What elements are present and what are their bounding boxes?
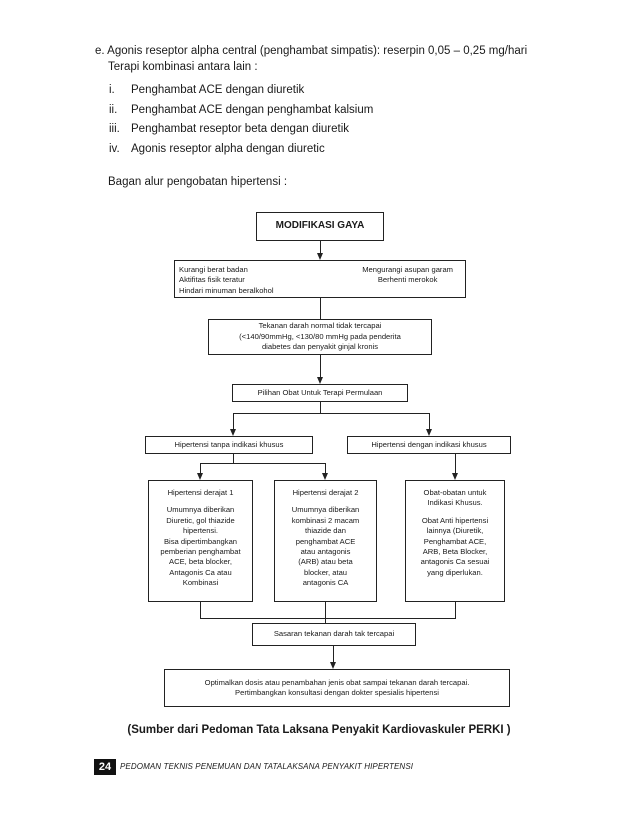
special-drugs-title: Obat-obatan untuk Indikasi Khusus.: [423, 488, 487, 508]
arrow-icon: [317, 253, 323, 260]
grade-2-title: Hipertensi derajat 2: [292, 488, 359, 497]
lifestyle-modification-box: MODIFIKASI GAYA: [256, 212, 384, 241]
no-special-indication-box: Hipertensi tanpa indikasi khusus: [145, 436, 313, 454]
arrow-icon: [230, 429, 236, 436]
connector-line: [325, 602, 326, 618]
connector-line: [233, 454, 234, 463]
special-indication-drugs-box: Obat-obatan untuk Indikasi Khusus. Obat …: [405, 480, 505, 602]
list-item: ii.Penghambat ACE dengan penghambat kals…: [109, 103, 374, 116]
lifestyle-measures-box: Kurangi berat badan Aktifitas fisik tera…: [174, 260, 466, 298]
grade-2-body: Umumnya diberikan kombinasi 2 macam thia…: [291, 505, 360, 588]
connector-line: [320, 402, 321, 413]
connector-line: [455, 602, 456, 618]
list-item: iii.Penghambat reseptor beta dengan diur…: [109, 123, 350, 135]
grade-1-body: Umumnya diberikan Diuretic, gol thiazide…: [160, 505, 241, 588]
source-caption: (Sumber dari Pedoman Tata Laksana Penyak…: [127, 724, 511, 736]
special-drugs-body: Obat Anti hipertensi lainnya (Diuretik, …: [420, 515, 490, 577]
connector-line: [325, 618, 326, 623]
connector-line: [455, 454, 456, 477]
arrow-icon: [426, 429, 432, 436]
connector-line: [333, 646, 334, 666]
connector-line: [320, 241, 321, 257]
connector-line: [200, 463, 201, 477]
grade-2-box: Hipertensi derajat 2 Umumnya diberikan k…: [274, 480, 377, 602]
connector-line: [200, 602, 201, 618]
connector-line: [320, 355, 321, 381]
intro-line-1: e. Agonis reseptor alpha central (pengha…: [95, 45, 528, 57]
footer-title: PEDOMAN TEKNIS PENEMUAN DAN TATALAKSANA …: [120, 762, 414, 771]
list-item: i.Penghambat ACE dengan diuretik: [109, 84, 305, 96]
grade-1-box: Hipertensi derajat 1 Umumnya diberikan D…: [148, 480, 253, 602]
arrow-icon: [197, 473, 203, 480]
connector-line: [200, 463, 326, 464]
connector-line: [200, 618, 456, 619]
page-number: 24: [94, 759, 116, 775]
grade-1-title: Hipertensi derajat 1: [167, 488, 234, 497]
arrow-icon: [322, 473, 328, 480]
connector-line: [325, 463, 326, 477]
initial-therapy-box: Pilihan Obat Untuk Terapi Permulaan: [232, 384, 408, 402]
intro-line-2: Terapi kombinasi antara lain :: [108, 61, 258, 73]
optimize-dose-box: Optimalkan dosis atau penambahan jenis o…: [164, 669, 510, 707]
lifestyle-right-text: Mengurangi asupan garam Berhenti merokok: [362, 265, 453, 285]
connector-line: [233, 413, 234, 433]
arrow-icon: [452, 473, 458, 480]
arrow-icon: [317, 377, 323, 384]
list-item: iv.Agonis reseptor alpha dengan diuretic: [109, 142, 325, 155]
arrow-icon: [330, 662, 336, 669]
connector-line: [233, 413, 430, 414]
combination-list: i.Penghambat ACE dengan diuretik ii.Peng…: [109, 84, 373, 162]
connector-line: [320, 298, 321, 319]
lifestyle-left-text: Kurangi berat badan Aktifitas fisik tera…: [179, 265, 274, 295]
connector-line: [429, 413, 430, 433]
target-unmet-box: Sasaran tekanan darah tak tercapai: [252, 623, 416, 646]
special-indication-box: Hipertensi dengan indikasi khusus: [347, 436, 511, 454]
flowchart-heading: Bagan alur pengobatan hipertensi :: [108, 176, 288, 188]
target-not-met-box: Tekanan darah normal tidak tercapai (<14…: [208, 319, 432, 355]
intro-paragraph: e. Agonis reseptor alpha central (pengha…: [95, 43, 527, 75]
